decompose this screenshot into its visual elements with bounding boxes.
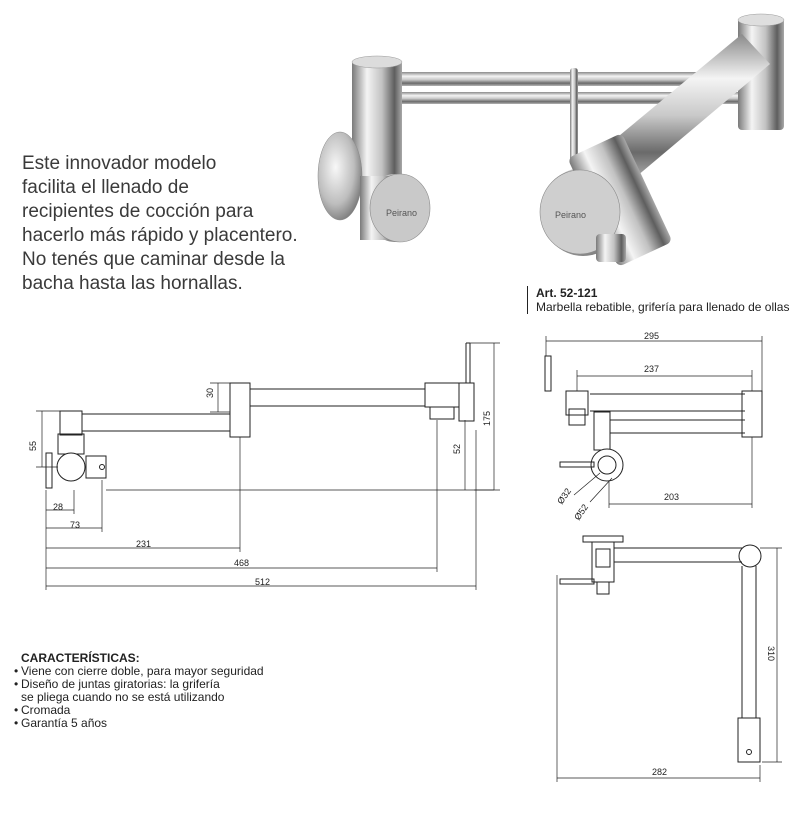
- dim-203: 203: [664, 492, 679, 502]
- dim-55: 55: [28, 441, 38, 451]
- article-description: Marbella rebatible, grifería para llenad…: [536, 300, 790, 314]
- intro-line: hacerlo más rápido y placentero.: [22, 225, 298, 246]
- dim-468: 468: [234, 558, 249, 568]
- product-photo: Peirano Peirano: [317, 13, 785, 266]
- dim-310: 310: [766, 646, 776, 661]
- dim-diam-52: Ø52: [572, 502, 590, 522]
- dim-295: 295: [644, 331, 659, 341]
- dim-28: 28: [53, 502, 63, 512]
- intro-line: Este innovador modelo: [22, 153, 217, 174]
- dim-282: 282: [652, 767, 667, 777]
- top-view-dimension-labels: 295 237 Ø32 Ø52 203: [555, 331, 679, 522]
- intro-text: Este innovador modelo facilita el llenad…: [22, 152, 322, 296]
- folded-view-dimension-labels: 310 282: [652, 646, 776, 777]
- left-knob-brand: Peirano: [386, 208, 417, 218]
- dim-diam-32: Ø32: [555, 486, 573, 506]
- feature-item: Diseño de juntas giratorias: la grifería…: [14, 678, 226, 704]
- dim-512: 512: [255, 577, 270, 587]
- feature-item: Cromada: [14, 704, 314, 718]
- side-view-dimension-labels: 30 175 55 52 28 73 231 468 512: [28, 388, 492, 587]
- dim-30: 30: [205, 388, 215, 398]
- top-view-drawing: [544, 336, 763, 508]
- features-title: CARACTERÍSTICAS:: [21, 651, 140, 665]
- article-number: Art. 52-121: [536, 286, 598, 300]
- feature-item: Garantía 5 años: [14, 717, 314, 731]
- features-section: CARACTERÍSTICAS: Viene con cierre doble,…: [14, 651, 314, 731]
- dim-231: 231: [136, 539, 151, 549]
- intro-line: recipientes de cocción para: [22, 201, 254, 222]
- features-list: Viene con cierre doble, para mayor segur…: [14, 665, 314, 731]
- dim-73: 73: [70, 520, 80, 530]
- feature-item: Viene con cierre doble, para mayor segur…: [14, 665, 314, 679]
- dim-52: 52: [452, 444, 462, 454]
- dim-237: 237: [644, 364, 659, 374]
- article-block: Art. 52-121 Marbella rebatible, grifería…: [527, 286, 789, 314]
- dim-175: 175: [482, 411, 492, 426]
- intro-line: No tenés que caminar desde la: [22, 249, 285, 270]
- side-view-drawing: [36, 342, 500, 590]
- intro-line: bacha hasta las hornallas.: [22, 273, 243, 294]
- right-knob-brand: Peirano: [555, 210, 586, 220]
- folded-view-drawing: [556, 535, 782, 782]
- intro-line: facilita el llenado de: [22, 177, 189, 198]
